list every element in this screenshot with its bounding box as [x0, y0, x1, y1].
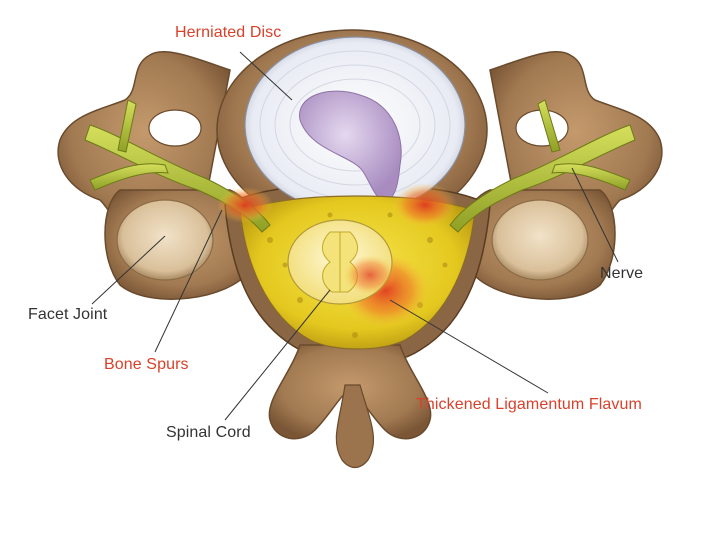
- intervertebral-disc: [244, 36, 466, 214]
- label-bone-spurs: Bone Spurs: [104, 356, 189, 373]
- leader-ligamentum-flavum: [389, 299, 549, 394]
- leader-bone-spurs: [154, 209, 223, 353]
- leader-lines: [91, 51, 619, 421]
- label-herniated-disc: Herniated Disc: [175, 24, 282, 41]
- spinal-cord: [287, 219, 396, 305]
- label-spinal-cord: Spinal Cord: [166, 424, 251, 441]
- leader-herniated-disc: [239, 51, 293, 101]
- leader-nerve: [571, 167, 619, 263]
- label-facet-joint: Facet Joint: [28, 306, 108, 323]
- leader-facet-joint: [91, 235, 166, 305]
- facet-joints: [116, 199, 589, 281]
- leader-spinal-cord: [224, 289, 331, 421]
- nerve-roots: [84, 99, 636, 233]
- label-thickened-ligamentum-flavum: Thickened Ligamentum Flavum: [416, 396, 642, 413]
- label-nerve: Nerve: [600, 265, 644, 282]
